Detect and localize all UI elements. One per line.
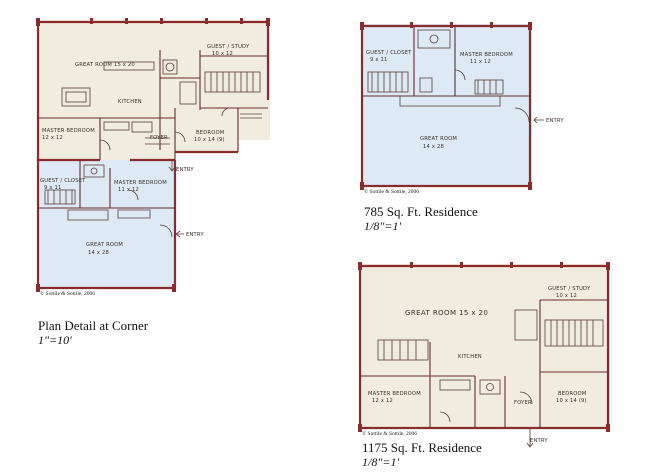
corner-guest-closet-label: GUEST / CLOSET: [40, 178, 86, 184]
small-plan-scale: 1/8"=1': [364, 219, 402, 233]
large-kitchen-label: KITCHEN: [458, 354, 482, 360]
corner-plan-scale: 1"=10': [38, 333, 72, 347]
large-entry-label: ENTRY: [530, 438, 548, 444]
corner-great-room-label: GREAT ROOM 15 x 20: [75, 62, 135, 68]
corner-guest-closet-dim: 9 x 11: [44, 185, 61, 191]
small-master-bedroom-dim: 11 x 12: [470, 59, 491, 65]
corner-master-bedroom-label: MASTER BEDROOM: [42, 128, 95, 134]
small-copyright: © Sottile & Sottile, 2006: [364, 189, 420, 195]
corner-foyer-label: FOYER: [150, 135, 168, 141]
corner-entry-label: ENTRY: [176, 167, 194, 173]
corner-bedroom-label: BEDROOM: [196, 130, 224, 136]
corner-copyright: © Sottile & Sottile, 2006: [40, 291, 96, 297]
large-master-bedroom-dim: 12 x 12: [372, 398, 393, 404]
small-great-room-dim: 14 x 28: [423, 144, 444, 150]
corner-great-room2-label: GREAT ROOM: [86, 242, 123, 248]
corner-master-bedroom-dim: 12 x 12: [42, 135, 63, 141]
corner-bedroom-dim: 10 x 14 (9): [194, 137, 225, 143]
small-great-room-label: GREAT ROOM: [420, 136, 457, 142]
corner-kitchen-label: KITCHEN: [118, 99, 142, 105]
large-guest-study-dim: 10 x 12: [556, 293, 577, 299]
small-guest-closet-label: GUEST / CLOSET: [366, 50, 412, 56]
corner-plan: GREAT ROOM 15 x 20 GUEST / STUDY 10 x 12…: [36, 18, 270, 292]
corner-great-room2-dim: 14 x 28: [88, 250, 109, 256]
small-entry-label: ENTRY: [546, 118, 564, 124]
small-plan: GUEST / CLOSET 9 x 11 MASTER BEDROOM 11 …: [360, 22, 564, 190]
large-guest-study-label: GUEST / STUDY: [548, 286, 591, 292]
small-plan-fill: [362, 24, 532, 186]
corner-entry2-label: ENTRY: [186, 232, 204, 238]
small-plan-title: 785 Sq. Ft. Residence: [364, 204, 478, 219]
small-master-bedroom-label: MASTER BEDROOM: [460, 52, 513, 58]
corner-plan-title: Plan Detail at Corner: [38, 318, 149, 333]
large-great-room-label: GREAT ROOM 15 x 20: [405, 309, 488, 317]
large-plan: GREAT ROOM 15 x 20 GUEST / STUDY 10 x 12…: [358, 262, 610, 448]
small-guest-closet-dim: 9 x 11: [370, 57, 387, 63]
large-plan-scale: 1/8"=1': [362, 455, 400, 469]
corner-upper-unit-fill: [38, 20, 270, 160]
large-plan-title: 1175 Sq. Ft. Residence: [362, 440, 482, 455]
large-copyright: © Sottile & Sottile, 2006: [362, 431, 418, 437]
large-bedroom-label: BEDROOM: [558, 391, 586, 397]
large-master-bedroom-label: MASTER BEDROOM: [368, 391, 421, 397]
large-bedroom-dim: 10 x 14 (9): [556, 398, 587, 404]
corner-master-bedroom2-dim: 11 x 12: [118, 187, 139, 193]
corner-guest-study-dim: 10 x 12: [212, 51, 233, 57]
large-foyer-label: FOYER: [514, 400, 532, 406]
corner-guest-study-label: GUEST / STUDY: [207, 44, 250, 50]
corner-master-bedroom2-label: MASTER BEDROOM: [114, 180, 167, 186]
